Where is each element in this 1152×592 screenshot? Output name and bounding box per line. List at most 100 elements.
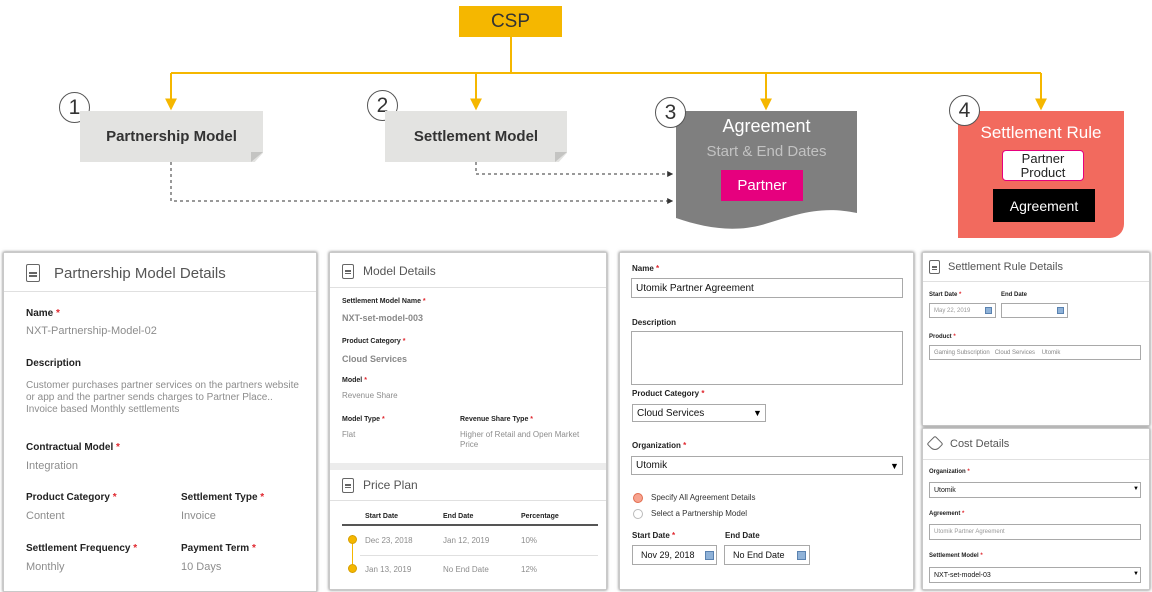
agreement-node-dates: Start & End Dates — [706, 143, 827, 160]
settlement-model-select[interactable]: NXT-set-model-03 — [929, 567, 1141, 583]
document-icon — [26, 264, 40, 282]
end-date-input[interactable]: No End Date — [724, 545, 810, 565]
start-date-label: Start Date — [929, 292, 958, 298]
radio-select-partnership-label[interactable]: Select a Partnership Model — [651, 509, 748, 518]
start-date-value: May 22, 2019 — [934, 307, 971, 314]
end-date-input[interactable] — [1001, 303, 1068, 318]
settlement-frequency-value: Monthly — [26, 561, 65, 573]
revenue-share-type-value: Higher of Retail and Open Market Price — [460, 430, 580, 449]
payment-term-value: 10 Days — [181, 561, 222, 573]
price-col-end: End Date — [443, 513, 474, 520]
calendar-icon[interactable] — [705, 551, 714, 560]
product-label: Product — [929, 334, 952, 340]
price-plan-title: Price Plan — [363, 478, 418, 492]
product-category-value: Content — [26, 510, 65, 522]
document-icon — [929, 260, 940, 274]
start-date-input[interactable]: May 22, 2019 — [929, 303, 996, 318]
cost-details-panel: Cost Details Organization * Utomik ▼ Agr… — [922, 428, 1150, 590]
panel-title: Cost Details — [950, 438, 1010, 450]
price-col-start: Start Date — [365, 513, 399, 520]
section-divider — [330, 463, 606, 470]
step-number-3: 3 — [655, 97, 686, 128]
price-table-header-rule — [342, 524, 598, 526]
chevron-down-icon[interactable]: ▼ — [890, 461, 899, 471]
price-row-start: Jan 13, 2019 — [365, 565, 412, 574]
agreement-node-title: Agreement — [722, 116, 811, 136]
settlement-frequency-label: Settlement Frequency — [26, 543, 131, 554]
partner-product-tag: Partner Product — [1002, 150, 1084, 181]
product-category-label: Product Category — [342, 338, 401, 345]
settlement-model-name-label: Settlement Model Name — [342, 298, 421, 305]
organization-selected: Utomik — [934, 486, 956, 494]
organization-select[interactable]: Utomik — [631, 456, 903, 475]
description-label: Description — [26, 358, 82, 369]
end-date-value: No End Date — [733, 550, 785, 560]
partner-tag: Partner — [721, 170, 803, 201]
agreement-input[interactable]: Utomik Partner Agreement — [929, 524, 1141, 540]
timeline-dot — [348, 535, 357, 544]
product-category-select[interactable]: Cloud Services — [632, 404, 766, 422]
end-date-label: End Date — [725, 531, 760, 540]
radio-select-partnership[interactable] — [633, 509, 643, 519]
name-label: Name — [26, 308, 54, 319]
contractual-model-value: Integration — [26, 460, 78, 472]
panel-title: Model Details — [363, 264, 436, 278]
name-label: Name — [632, 264, 654, 273]
settlement-rule-details-panel: Settlement Rule Details Start Date * May… — [922, 252, 1150, 426]
product-category-value: Cloud Services — [342, 354, 408, 364]
model-value: Revenue Share — [342, 391, 398, 400]
revenue-share-type-label: Revenue Share Type — [460, 416, 529, 423]
note-fold — [555, 152, 567, 162]
model-label: Model — [342, 377, 363, 384]
organization-label: Organization — [929, 469, 966, 475]
calendar-icon[interactable] — [797, 551, 806, 560]
description-textarea[interactable] — [631, 331, 903, 385]
price-row-end: Jan 12, 2019 — [443, 536, 490, 545]
dashed-links — [170, 162, 674, 204]
product-category-label: Product Category — [26, 492, 110, 503]
start-date-input[interactable]: Nov 29, 2018 — [632, 545, 717, 565]
panel-title: Settlement Rule Details — [948, 261, 1063, 273]
chevron-down-icon[interactable]: ▼ — [753, 408, 762, 418]
name-value: NXT-Partnership-Model-02 — [26, 325, 157, 337]
product-category-selected: Cloud Services — [637, 407, 705, 419]
timeline-line — [352, 535, 353, 573]
price-plan-icon — [342, 477, 354, 493]
price-row-percentage: 10% — [521, 536, 538, 545]
model-type-label: Model Type — [342, 416, 380, 423]
radio-specify-all[interactable] — [633, 493, 643, 503]
settlement-type-value: Invoice — [181, 510, 216, 522]
step-number-4: 4 — [949, 95, 980, 126]
payment-term-label: Payment Term — [181, 543, 250, 554]
document-icon — [342, 263, 354, 279]
csp-connector — [165, 37, 1047, 111]
settlement-model-node: Settlement Model — [385, 111, 567, 162]
agreement-tag: Agreement — [993, 189, 1095, 222]
model-type-value: Flat — [342, 430, 356, 439]
calendar-icon[interactable] — [1057, 307, 1064, 314]
organization-selected: Utomik — [636, 460, 668, 471]
contractual-model-label: Contractual Model — [26, 442, 114, 453]
organization-select[interactable]: Utomik — [929, 482, 1141, 498]
price-row-start: Dec 23, 2018 — [365, 536, 413, 545]
partnership-model-details-panel: Partnership Model Details Name * NXT-Par… — [3, 252, 317, 592]
start-date-value: Nov 29, 2018 — [641, 550, 695, 560]
product-input[interactable]: Gaming Subscription Cloud Services Utomi… — [929, 345, 1141, 360]
agreement-name-input[interactable]: Utomik Partner Agreement — [631, 278, 903, 298]
agreement-form-panel: Name * Utomik Partner Agreement Descript… — [619, 252, 914, 590]
chevron-down-icon[interactable]: ▼ — [1133, 486, 1139, 492]
description-label: Description — [632, 318, 677, 327]
calendar-icon[interactable] — [985, 307, 992, 314]
description-value: Customer purchases partner services on t… — [26, 380, 299, 415]
settlement-rule-title: Settlement Rule — [980, 123, 1102, 142]
price-col-percentage: Percentage — [521, 513, 559, 520]
settlement-model-label: Settlement Model — [929, 553, 979, 559]
settlement-model-selected: NXT-set-model-03 — [934, 571, 991, 579]
end-date-label: End Date — [1001, 292, 1028, 298]
radio-specify-all-label[interactable]: Specify All Agreement Details — [651, 493, 756, 502]
start-date-label: Start Date — [632, 531, 670, 540]
agreement-label: Agreement — [929, 511, 961, 517]
panel-title: Partnership Model Details — [54, 264, 226, 282]
csp-node: CSP — [459, 6, 562, 37]
chevron-down-icon[interactable]: ▼ — [1133, 571, 1139, 577]
